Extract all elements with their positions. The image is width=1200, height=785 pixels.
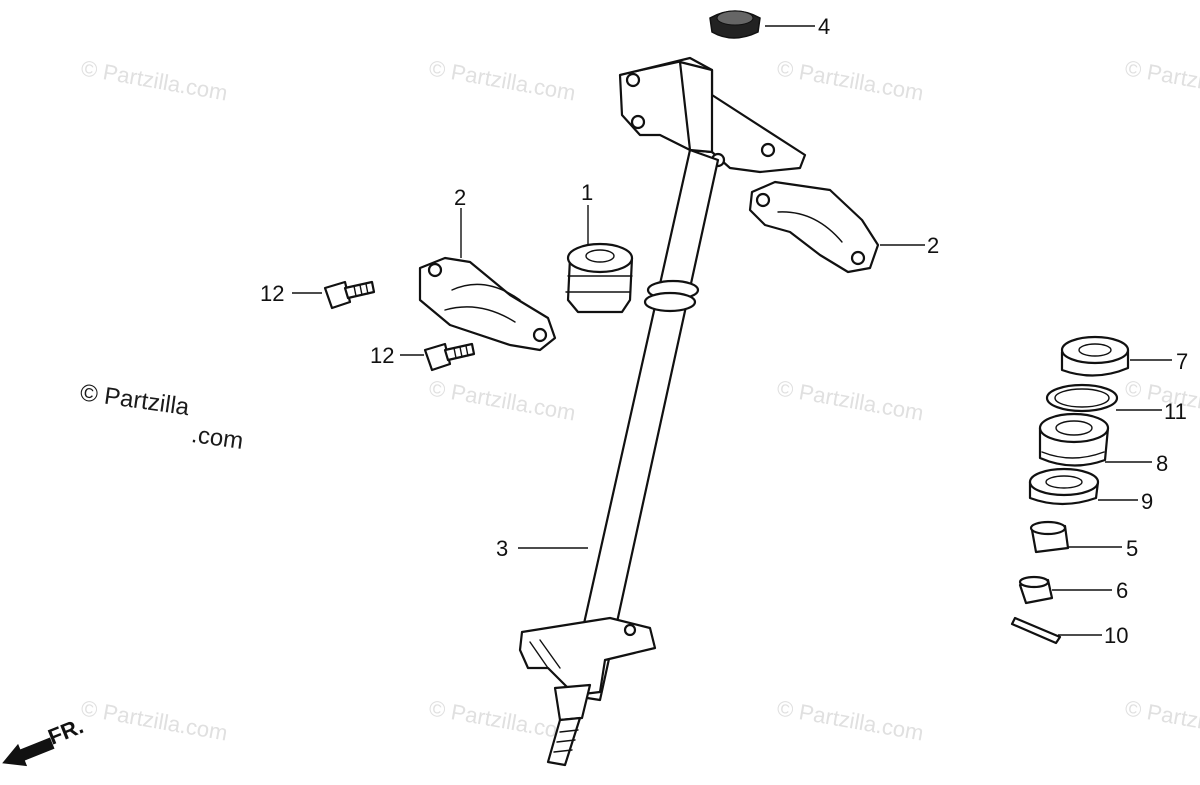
front-direction-indicator: FR. [2, 713, 87, 767]
watermark: © Partzilla.com [427, 55, 577, 105]
circlip-part-11 [1045, 383, 1119, 413]
watermark: © Partzilla.com [1123, 55, 1200, 105]
callout-12-upper: 12 [260, 281, 284, 306]
watermark: © Partzilla.com [775, 55, 925, 105]
watermark-prominent-line1: © Partzilla [78, 379, 191, 421]
callout-1: 1 [581, 180, 593, 205]
watermark-prominent: © Partzilla .com [78, 379, 245, 455]
bolt-part-12-upper [323, 280, 376, 310]
callout-3: 3 [496, 536, 508, 561]
callout-labels: 1 2 2 3 4 5 6 7 8 9 10 11 12 12 [260, 14, 1188, 648]
callout-12-lower: 12 [370, 343, 394, 368]
watermark-prominent-line2: .com [190, 421, 245, 455]
bushing-holder-part-2-left [418, 256, 557, 352]
dust-seal-part-1 [565, 242, 634, 314]
leader-lines [292, 25, 1172, 636]
collar-part-5 [1029, 520, 1070, 554]
watermark: © Partzilla.com [775, 375, 925, 425]
callout-2-right: 2 [927, 233, 939, 258]
callout-6: 6 [1116, 578, 1128, 603]
callout-8: 8 [1156, 451, 1168, 476]
nut-part-6 [1018, 575, 1054, 605]
watermark: © Partzilla.com [1123, 375, 1200, 425]
watermark: © Partzilla.com [1123, 695, 1200, 745]
callout-7: 7 [1176, 349, 1188, 374]
bushing-holder-part-2-right [748, 180, 880, 274]
callout-10: 10 [1104, 623, 1128, 648]
callout-9: 9 [1141, 489, 1153, 514]
bolt-part-12-lower [423, 342, 476, 372]
watermark: © Partzilla.com [79, 695, 229, 745]
oil-seal-part-9 [1028, 467, 1100, 506]
bearing-part-8 [1038, 412, 1110, 467]
callout-5: 5 [1126, 536, 1138, 561]
callout-11: 11 [1164, 399, 1187, 424]
steering-shaft-part-3 [518, 56, 807, 767]
callout-2-left: 2 [454, 185, 466, 210]
front-arrow-icon [2, 737, 55, 767]
cotter-pin-part-10 [1010, 616, 1062, 645]
oil-seal-part-7 [1060, 335, 1130, 377]
callout-4: 4 [818, 14, 830, 39]
watermark: © Partzilla.com [775, 695, 925, 745]
grommet-part-4 [709, 10, 761, 39]
watermark: © Partzilla.com [427, 375, 577, 425]
watermark: © Partzilla.com [79, 55, 229, 105]
